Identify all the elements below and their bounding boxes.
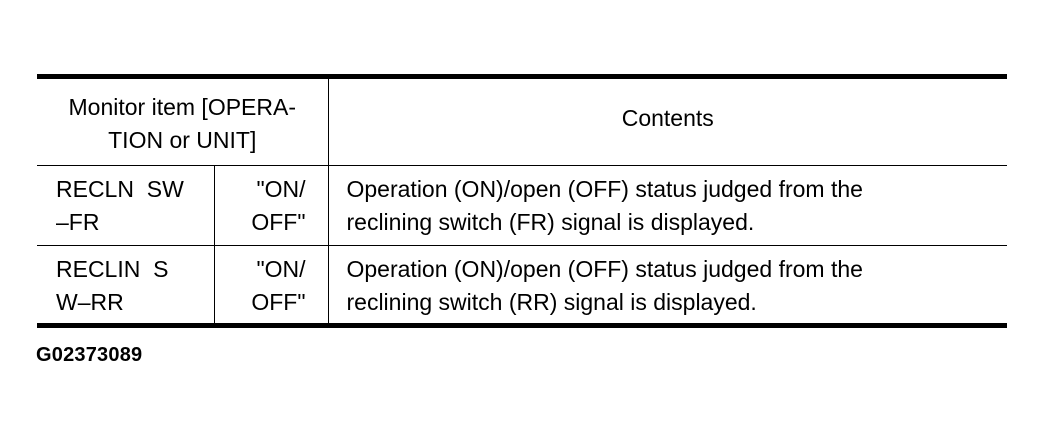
contents-line1: Operation (ON)/open (OFF) status judged … xyxy=(346,256,863,282)
monitor-item-table: Monitor item [OPERA- TION or UNIT] Conte… xyxy=(37,74,1007,328)
contents-cell: Operation (ON)/open (OFF) status judged … xyxy=(328,246,1007,326)
item-line1: RECLIN S xyxy=(56,256,169,282)
unit-cell: "ON/ OFF" xyxy=(214,245,329,326)
contents-line2: reclining switch (FR) signal is displaye… xyxy=(346,209,755,235)
header-contents: Contents xyxy=(328,76,1007,166)
unit-line2: OFF" xyxy=(251,289,306,315)
table-row: RECLN SW –FR "ON/ OFF" Operation (ON)/op… xyxy=(37,165,1007,246)
header-monitor-line1: Monitor item [OPERA- xyxy=(68,94,297,120)
table-row: RECLIN S W–RR "ON/ OFF" Operation (ON)/o… xyxy=(37,245,1007,326)
figure-id-label: G02373089 xyxy=(36,344,143,366)
unit-cell: "ON/ OFF" xyxy=(214,165,329,246)
header-monitor-item: Monitor item [OPERA- TION or UNIT] xyxy=(37,76,329,166)
monitor-item-cell: RECLIN S W–RR xyxy=(37,245,215,326)
item-line2: W–RR xyxy=(56,289,124,315)
contents-line1: Operation (ON)/open (OFF) status judged … xyxy=(346,176,863,202)
unit-line1: "ON/ xyxy=(256,256,306,282)
unit-line2: OFF" xyxy=(251,209,306,235)
contents-line2: reclining switch (RR) signal is displaye… xyxy=(346,289,757,315)
monitor-item-cell: RECLN SW –FR xyxy=(37,165,215,246)
header-monitor-line2: TION or UNIT] xyxy=(108,127,257,153)
item-line2: –FR xyxy=(56,209,100,235)
monitor-table-container: Monitor item [OPERA- TION or UNIT] Conte… xyxy=(37,74,1007,328)
item-line1: RECLN SW xyxy=(56,176,184,202)
table-header-row: Monitor item [OPERA- TION or UNIT] Conte… xyxy=(37,76,1007,166)
contents-cell: Operation (ON)/open (OFF) status judged … xyxy=(328,165,1007,246)
unit-line1: "ON/ xyxy=(256,176,306,202)
